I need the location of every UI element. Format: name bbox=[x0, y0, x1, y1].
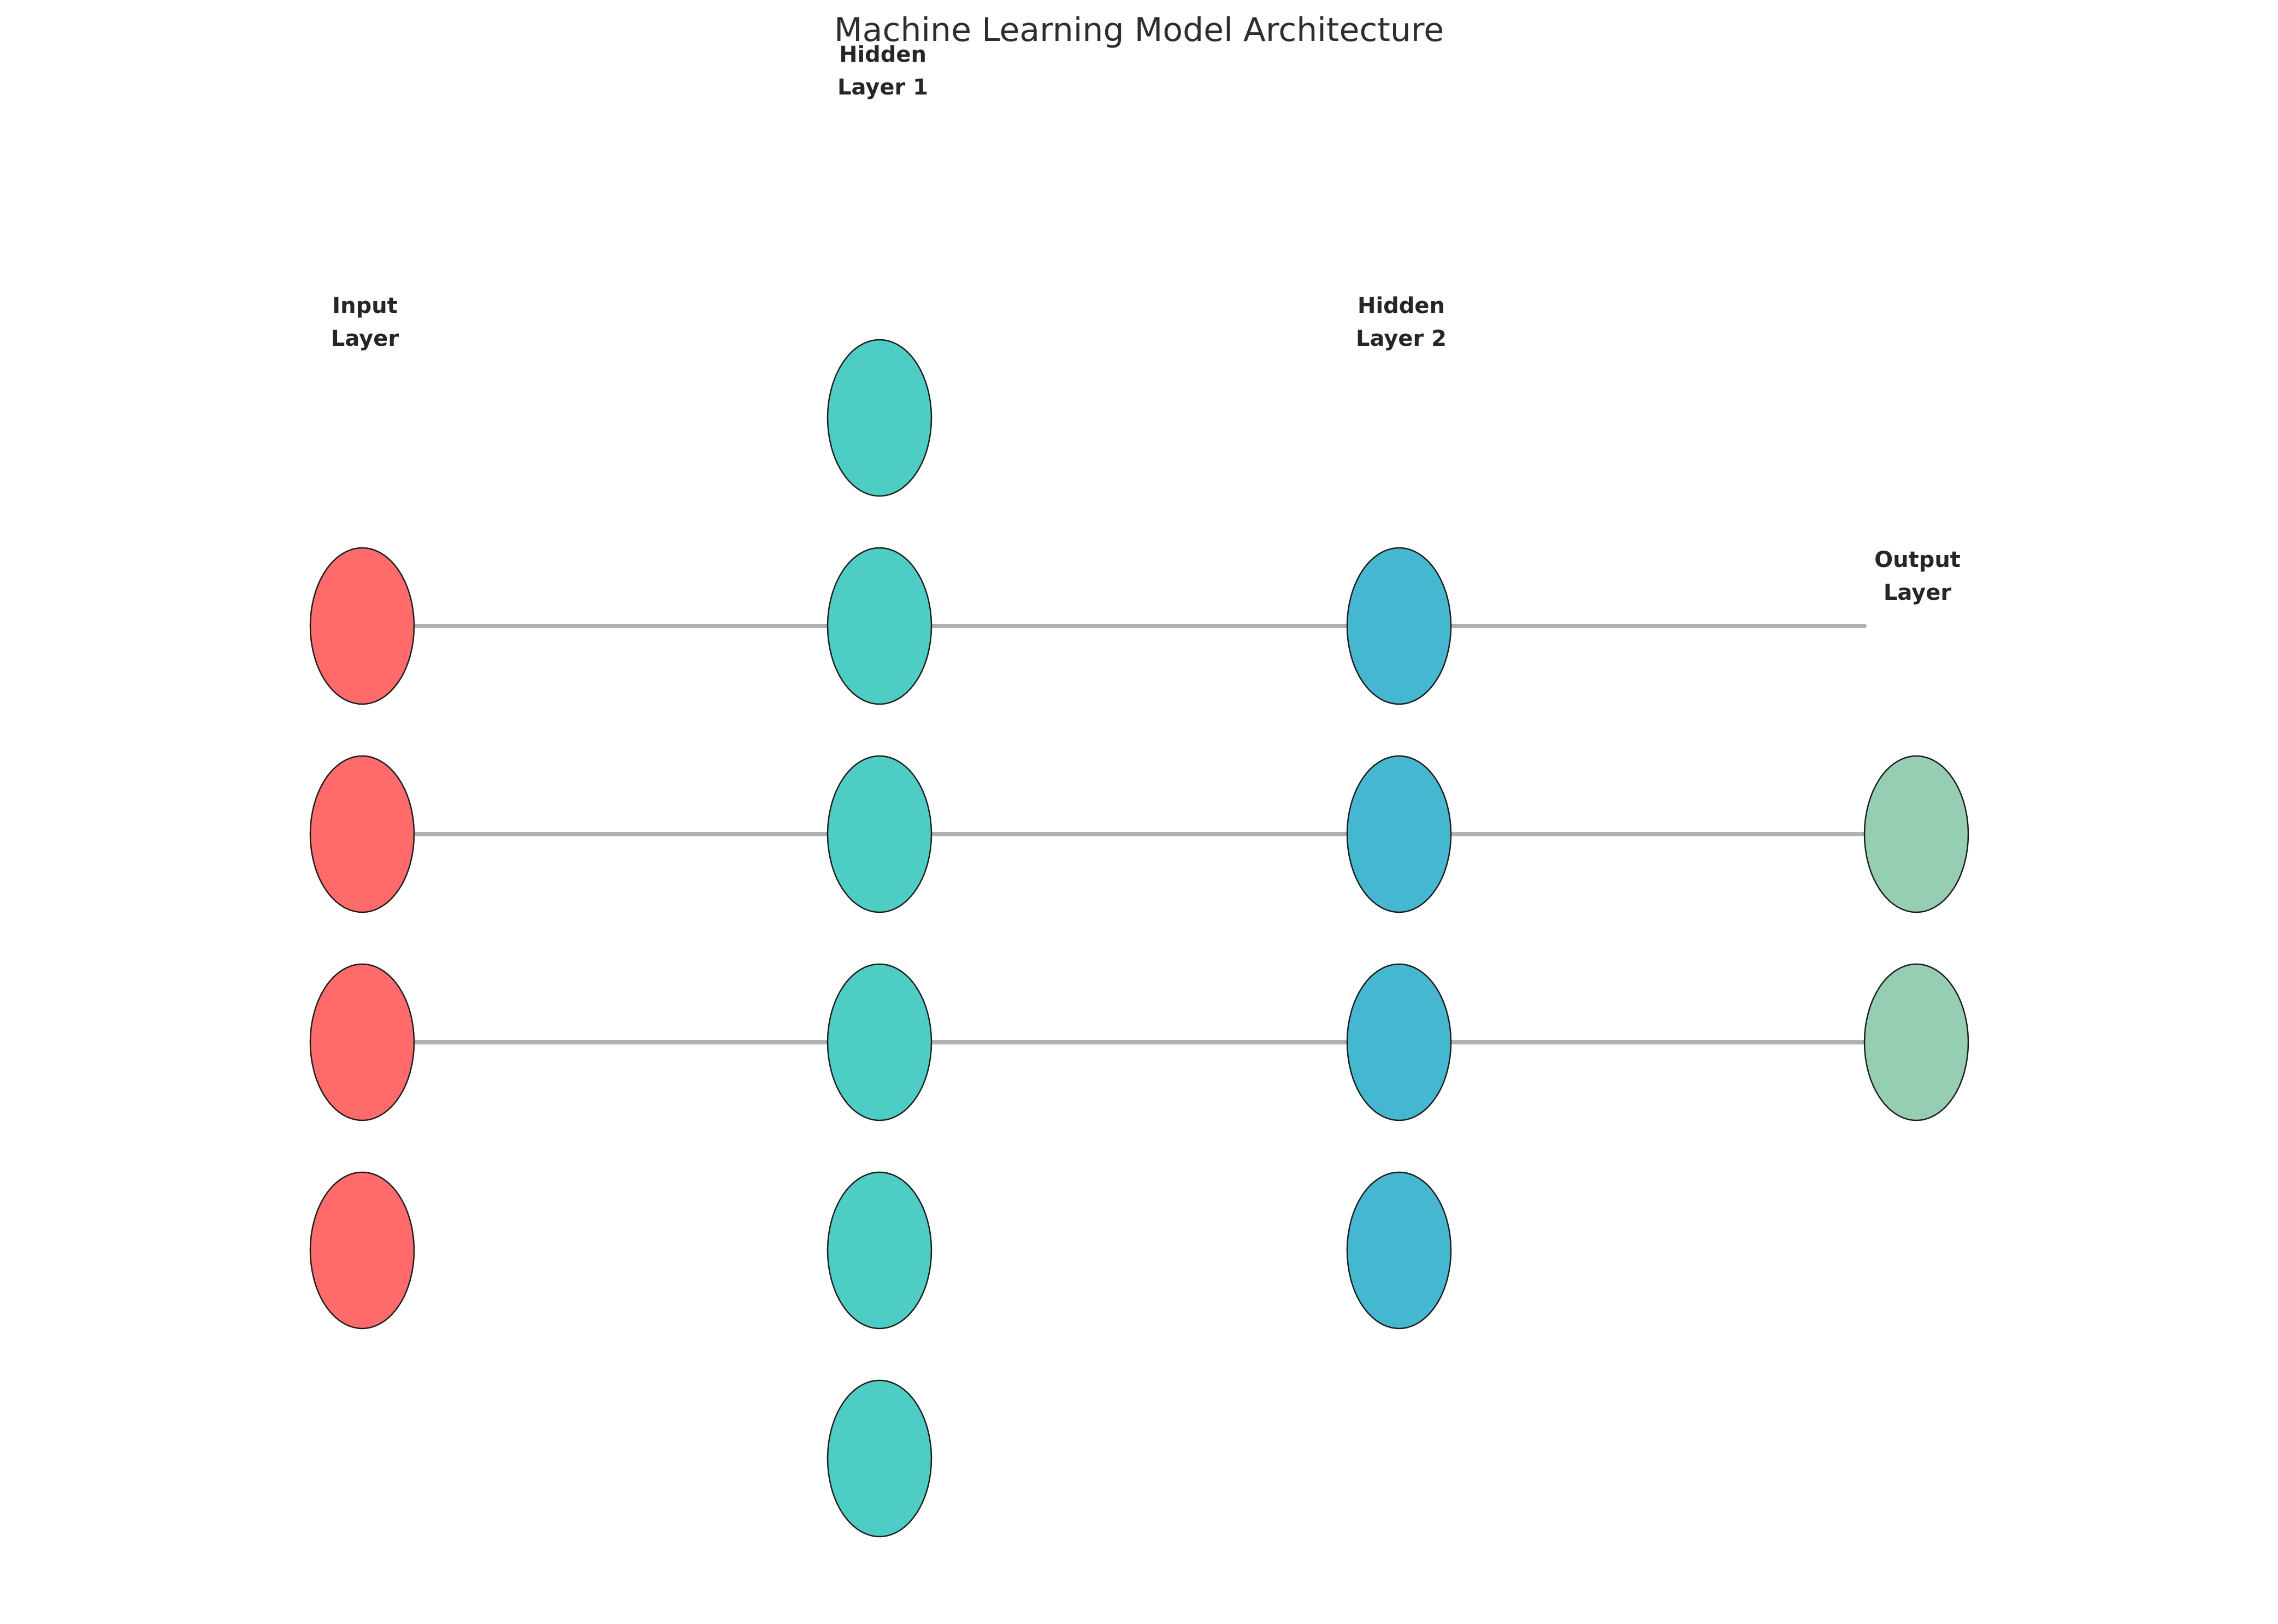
neuron-node-hidden1 bbox=[827, 1379, 933, 1538]
layer-label-input-line1: Input bbox=[332, 293, 398, 318]
neuron-node-input bbox=[309, 1171, 415, 1330]
layer-label-hidden2-line1: Hidden bbox=[1357, 293, 1445, 318]
neuron-node-hidden2 bbox=[1346, 963, 1452, 1121]
neuron-node-output bbox=[1863, 963, 1969, 1121]
neuron-node-output bbox=[1863, 755, 1969, 913]
diagram-title: Machine Learning Model Architecture bbox=[834, 11, 1444, 49]
layer-label-hidden2: Hidden Layer 2 bbox=[1356, 290, 1447, 355]
layer-label-input-line2: Layer bbox=[331, 326, 399, 351]
neuron-node-hidden1 bbox=[827, 755, 933, 913]
layer-label-hidden2-line2: Layer 2 bbox=[1356, 326, 1447, 351]
neuron-node-input bbox=[309, 547, 415, 705]
layer-label-output-line2: Layer bbox=[1883, 580, 1952, 605]
neuron-node-hidden1 bbox=[827, 1171, 933, 1330]
neuron-node-input bbox=[309, 963, 415, 1121]
layer-label-output-line1: Output bbox=[1874, 547, 1961, 572]
layer-label-output: Output Layer bbox=[1874, 544, 1961, 609]
neuron-node-hidden1 bbox=[827, 339, 933, 497]
neuron-node-input bbox=[309, 755, 415, 913]
neuron-node-hidden1 bbox=[827, 547, 933, 705]
neuron-node-hidden2 bbox=[1346, 755, 1452, 913]
layer-label-hidden1-line2: Layer 1 bbox=[837, 75, 928, 100]
neuron-node-hidden2 bbox=[1346, 547, 1452, 705]
layer-label-hidden1-line1: Hidden bbox=[839, 42, 927, 67]
layer-label-hidden1: Hidden Layer 1 bbox=[837, 38, 928, 104]
neuron-node-hidden1 bbox=[827, 963, 933, 1121]
neuron-node-hidden2 bbox=[1346, 1171, 1452, 1330]
layer-label-input: Input Layer bbox=[331, 290, 399, 355]
